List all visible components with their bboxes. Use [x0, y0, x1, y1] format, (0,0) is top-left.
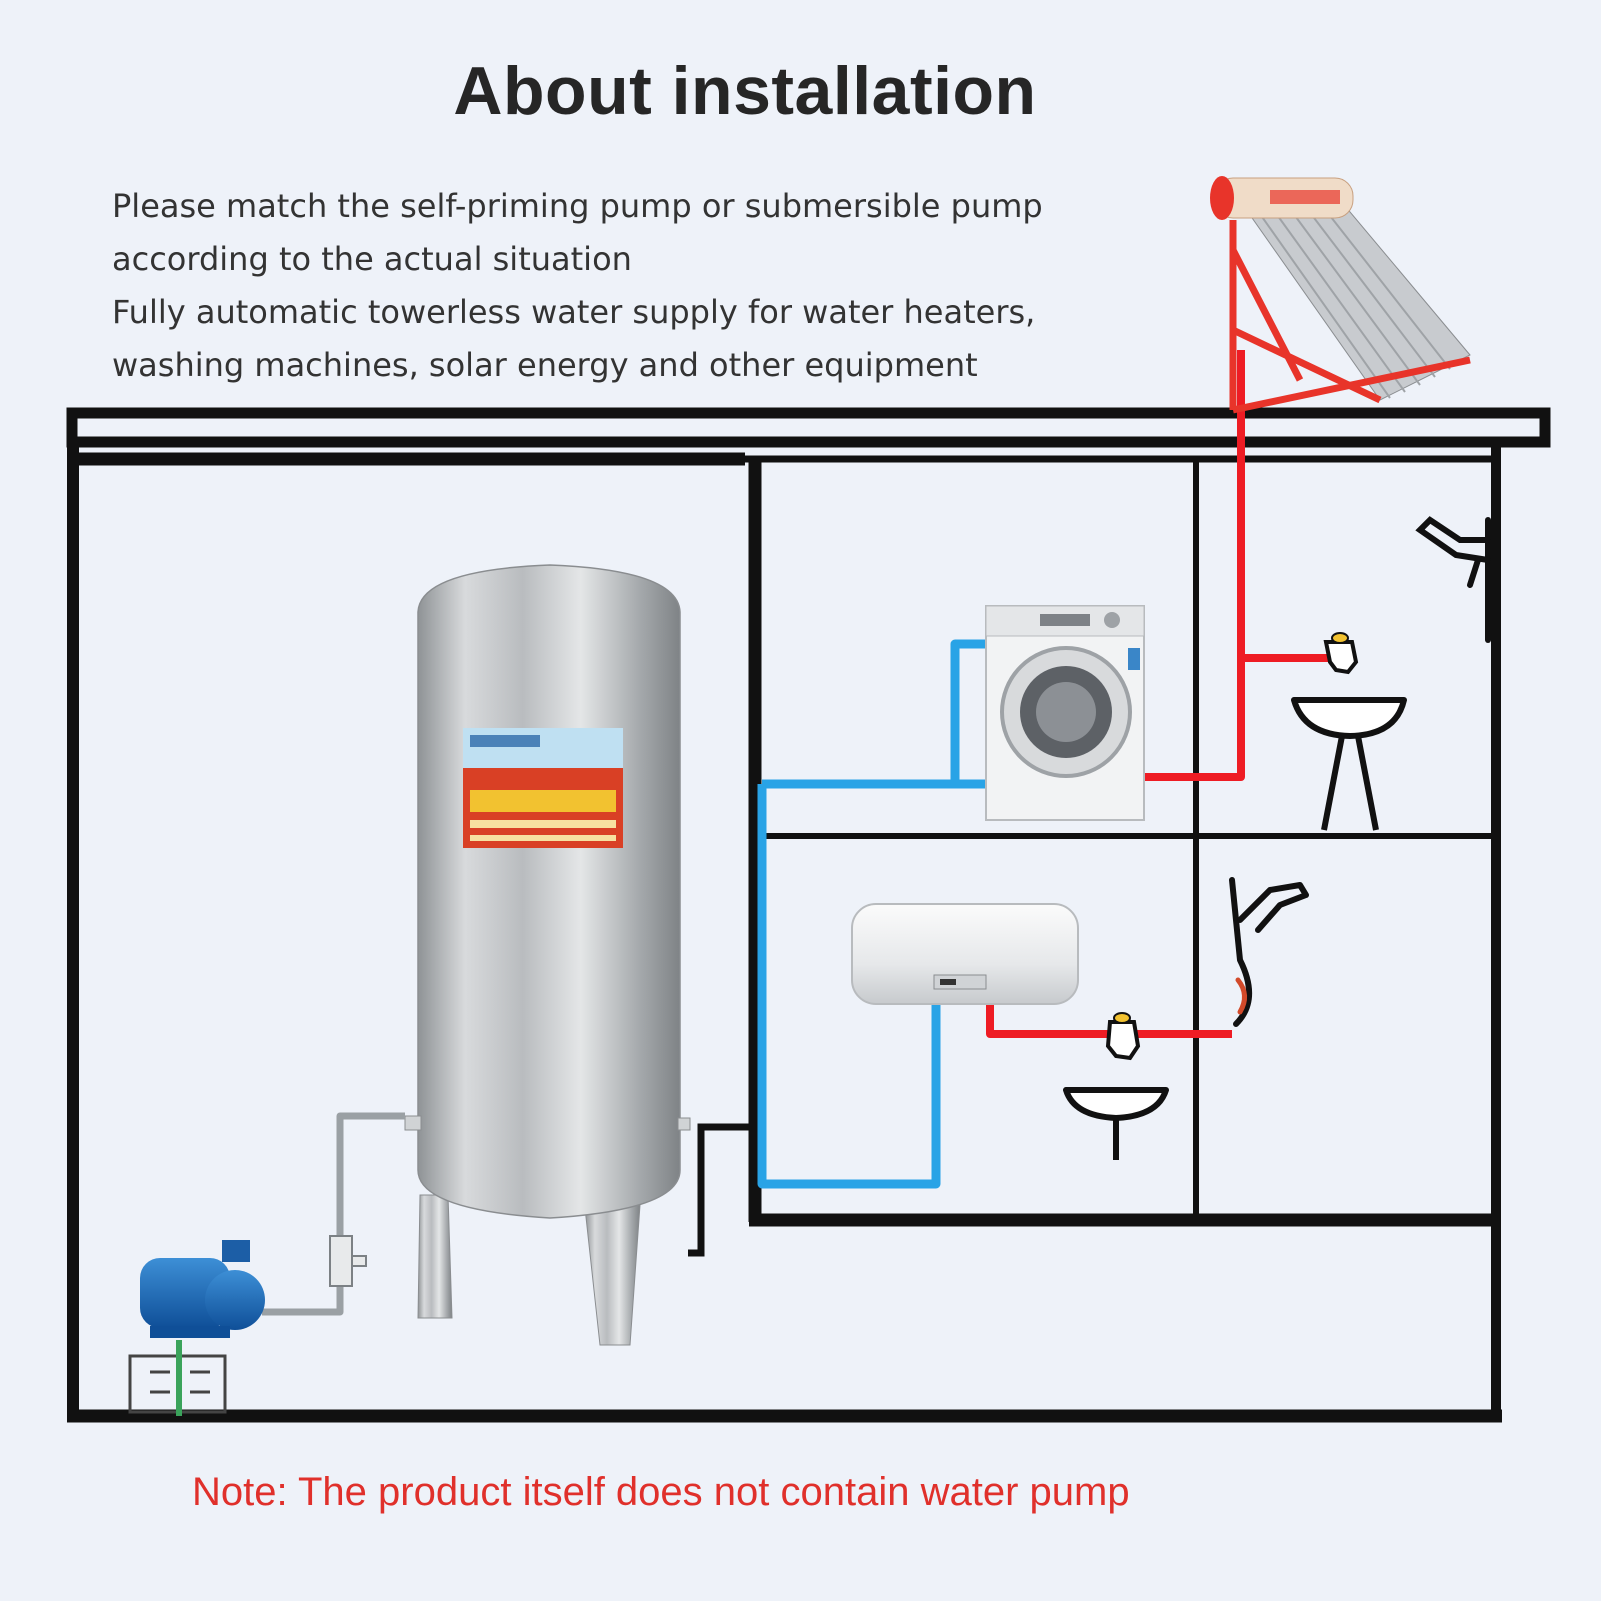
description: Please match the self-priming pump or su…	[112, 180, 1112, 392]
pressure-tank-icon	[404, 564, 691, 1346]
description-line: Fully automatic towerless water supply f…	[112, 293, 1036, 331]
description-line: according to the actual situation	[112, 240, 632, 278]
washing-machine-icon	[985, 605, 1145, 821]
shower-head-icon	[1415, 516, 1491, 643]
water-pump-icon	[128, 1240, 265, 1416]
solar-water-heater-icon	[1210, 176, 1471, 414]
cold-water-pipes	[757, 639, 990, 1189]
electric-water-heater-icon	[851, 903, 1079, 1005]
wash-basin-icon	[1291, 697, 1407, 831]
faucet-icon	[1323, 632, 1359, 675]
wash-basin-icon	[1063, 1087, 1169, 1160]
tank-outlet-pipe	[688, 1123, 755, 1257]
description-line: washing machines, solar energy and other…	[112, 346, 978, 384]
page-title: About installation	[453, 53, 1037, 129]
inlet-pipe	[262, 1112, 405, 1316]
note-text: Note: The product itself does not contai…	[192, 1470, 1130, 1514]
house-walls	[66, 407, 1551, 1423]
check-valve-icon	[329, 1235, 367, 1287]
shower-mixer-icon	[1229, 877, 1309, 1027]
description-line: Please match the self-priming pump or su…	[112, 187, 1043, 225]
hot-water-pipes	[986, 350, 1328, 1038]
faucet-icon	[1105, 1012, 1141, 1061]
